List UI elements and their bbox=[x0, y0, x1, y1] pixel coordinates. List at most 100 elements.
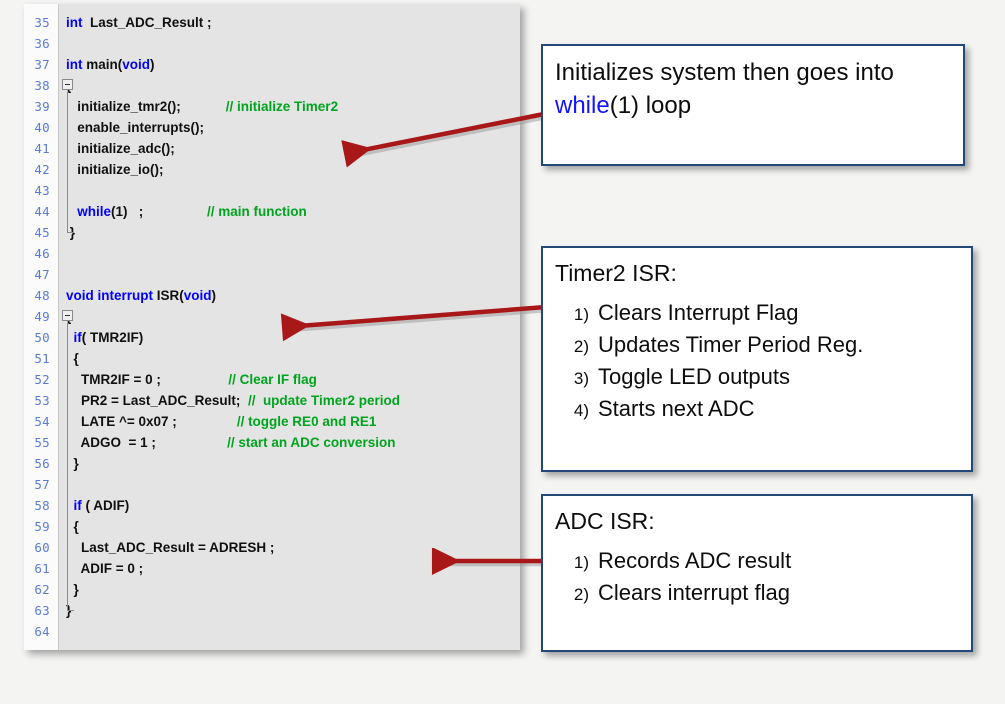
line-number: 62 bbox=[34, 582, 50, 597]
line-number: 54 bbox=[34, 414, 50, 429]
callout-1-keyword-while: while bbox=[555, 92, 610, 119]
line-number: 63 bbox=[34, 603, 50, 618]
list-item-label: Updates Timer Period Reg. bbox=[598, 332, 864, 357]
code-line-text: while(1) ; // main function bbox=[77, 204, 307, 219]
list-item-label: Starts next ADC bbox=[598, 396, 755, 421]
code-line-47[interactable]: 47 bbox=[24, 264, 520, 285]
code-line-60[interactable]: 60 Last_ADC_Result = ADRESH ; bbox=[24, 537, 520, 558]
line-number-gutter bbox=[24, 4, 59, 650]
code-line-42[interactable]: 42 initialize_io(); bbox=[24, 159, 520, 180]
code-line-text: Last_ADC_Result = ADRESH ; bbox=[66, 540, 275, 555]
code-line-61[interactable]: 61 ADIF = 0 ; bbox=[24, 558, 520, 579]
code-line-54[interactable]: 54 LATE ^= 0x07 ; // toggle RE0 and RE1 bbox=[24, 411, 520, 432]
code-line-56[interactable]: 56 } bbox=[24, 453, 520, 474]
code-fold-toggle-icon[interactable] bbox=[62, 79, 73, 90]
line-number: 44 bbox=[34, 204, 50, 219]
list-item-number: 4) bbox=[573, 401, 589, 420]
code-line-58[interactable]: 58 if ( ADIF) bbox=[24, 495, 520, 516]
line-number: 37 bbox=[34, 57, 50, 72]
line-number: 41 bbox=[34, 141, 50, 156]
code-line-text: initialize_tmr2(); // initialize Timer2 bbox=[66, 99, 339, 114]
line-number: 45 bbox=[34, 225, 50, 240]
code-line-38[interactable]: 38{ bbox=[24, 75, 520, 96]
code-line-49[interactable]: 49{ bbox=[24, 306, 520, 327]
code-line-text: initialize_adc(); bbox=[66, 141, 175, 156]
line-number: 42 bbox=[34, 162, 50, 177]
line-number: 64 bbox=[34, 624, 50, 639]
code-line-55[interactable]: 55 ADGO = 1 ; // start an ADC conversion bbox=[24, 432, 520, 453]
code-line-46[interactable]: 46 bbox=[24, 243, 520, 264]
line-number: 39 bbox=[34, 99, 50, 114]
list-item-number: 1) bbox=[573, 553, 589, 572]
code-line-57[interactable]: 57 bbox=[24, 474, 520, 495]
code-line-53[interactable]: 53 PR2 = Last_ADC_Result; // update Time… bbox=[24, 390, 520, 411]
list-item-label: Clears interrupt flag bbox=[598, 580, 790, 605]
callout-2-title: Timer2 ISR: bbox=[555, 260, 677, 286]
line-number: 46 bbox=[34, 246, 50, 261]
list-item-label: Clears Interrupt Flag bbox=[598, 300, 799, 325]
code-line-37[interactable]: 37 int main(void) bbox=[24, 54, 520, 75]
list-item: 2) Updates Timer Period Reg. bbox=[555, 330, 967, 362]
code-line-63[interactable]: 63} bbox=[24, 600, 520, 621]
list-item-number: 2) bbox=[573, 337, 589, 356]
line-number: 58 bbox=[34, 498, 50, 513]
code-line-36[interactable]: 36 bbox=[24, 33, 520, 54]
code-line-text: } bbox=[66, 582, 79, 597]
line-number: 50 bbox=[34, 330, 50, 345]
code-line-41[interactable]: 41 initialize_adc(); bbox=[24, 138, 520, 159]
code-line-text: { bbox=[66, 519, 79, 534]
callout-1-text-part2: (1) loop bbox=[609, 92, 692, 119]
code-line-text: int main(void) bbox=[66, 57, 155, 72]
line-number: 51 bbox=[34, 351, 50, 366]
line-number: 60 bbox=[34, 540, 50, 555]
code-line-text: ADGO = 1 ; // start an ADC conversion bbox=[66, 435, 396, 450]
list-item: 1) Records ADC result bbox=[555, 546, 967, 578]
code-fold-guide-line bbox=[67, 323, 68, 610]
list-item: 3) Toggle LED outputs bbox=[555, 362, 967, 394]
list-item-number: 1) bbox=[573, 305, 589, 324]
code-line-text: enable_interrupts(); bbox=[66, 120, 205, 135]
code-line-44[interactable]: 44 while(1) ; // main function bbox=[24, 201, 520, 222]
code-line-45[interactable]: 45 } bbox=[24, 222, 520, 243]
callout-2-list: 1) Clears Interrupt Flag 2) Updates Time… bbox=[555, 298, 967, 426]
code-line-64[interactable]: 64 bbox=[24, 621, 520, 642]
code-line-52[interactable]: 52 TMR2IF = 0 ; // Clear IF flag bbox=[24, 369, 520, 390]
code-line-40[interactable]: 40 enable_interrupts(); bbox=[24, 117, 520, 138]
line-number: 47 bbox=[34, 267, 50, 282]
code-line-text: ADIF = 0 ; bbox=[66, 561, 144, 576]
callout-timer2-isr: Timer2 ISR: 1) Clears Interrupt Flag 2) … bbox=[541, 246, 973, 472]
code-line-43[interactable]: 43 bbox=[24, 180, 520, 201]
callout-3-title: ADC ISR: bbox=[555, 508, 655, 534]
code-line-text: LATE ^= 0x07 ; // toggle RE0 and RE1 bbox=[66, 414, 377, 429]
list-item: 2) Clears interrupt flag bbox=[555, 578, 967, 610]
code-line-50[interactable]: 50 if( TMR2IF) bbox=[24, 327, 520, 348]
code-fold-guide-line bbox=[67, 92, 68, 232]
code-line-text: if ( ADIF) bbox=[73, 498, 130, 513]
code-fold-guide-foot bbox=[67, 232, 74, 233]
code-line-51[interactable]: 51 { bbox=[24, 348, 520, 369]
callout-1-text-part1: Initializes system then goes into bbox=[555, 59, 901, 86]
line-number: 38 bbox=[34, 78, 50, 93]
callout-3-list: 1) Records ADC result 2) Clears interrup… bbox=[555, 546, 967, 610]
code-line-62[interactable]: 62 } bbox=[24, 579, 520, 600]
line-number: 43 bbox=[34, 183, 50, 198]
list-item-number: 2) bbox=[573, 585, 589, 604]
code-fold-guide-foot bbox=[67, 610, 74, 611]
code-line-59[interactable]: 59 { bbox=[24, 516, 520, 537]
code-fold-toggle-icon[interactable] bbox=[62, 310, 73, 321]
line-number: 53 bbox=[34, 393, 50, 408]
line-number: 36 bbox=[34, 36, 50, 51]
code-line-39[interactable]: 39 initialize_tmr2(); // initialize Time… bbox=[24, 96, 520, 117]
line-number: 55 bbox=[34, 435, 50, 450]
code-line-text: PR2 = Last_ADC_Result; // update Timer2 … bbox=[66, 393, 400, 408]
code-line-text: { bbox=[66, 351, 79, 366]
line-number: 35 bbox=[34, 15, 50, 30]
callout-1-text: Initializes system then goes into while(… bbox=[555, 56, 959, 122]
callout-adc-isr: ADC ISR: 1) Records ADC result 2) Clears… bbox=[541, 494, 973, 652]
line-number: 59 bbox=[34, 519, 50, 534]
line-number: 40 bbox=[34, 120, 50, 135]
